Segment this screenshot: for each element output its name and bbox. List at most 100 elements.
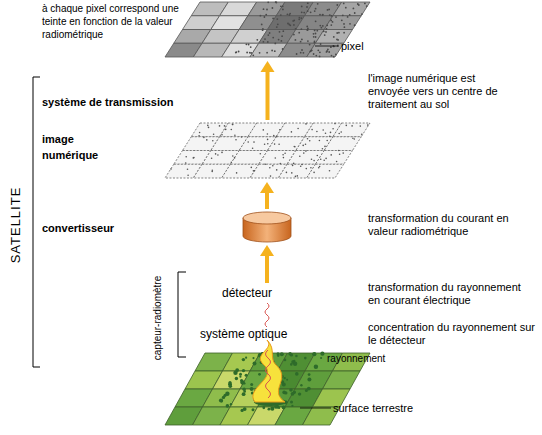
tree-dot	[284, 377, 286, 379]
tree-dot	[252, 357, 254, 359]
tree-dot	[262, 359, 266, 363]
texture-dot	[250, 52, 252, 54]
tree-dot	[274, 400, 277, 403]
group-title: SATELLITE	[8, 187, 24, 264]
node-shape	[165, 2, 370, 57]
pixel-dot	[269, 167, 271, 169]
texture-dot	[289, 14, 291, 16]
pixel-dot	[318, 167, 320, 169]
pixel-dot	[329, 135, 331, 137]
texture-dot	[322, 25, 324, 27]
pixel-dot	[206, 139, 208, 141]
texture-dot	[347, 16, 349, 18]
texture-dot	[278, 39, 280, 41]
pixel-dot	[297, 175, 299, 177]
texture-dot	[250, 46, 252, 48]
texture-dot	[344, 26, 346, 28]
pixel-dot	[316, 131, 318, 133]
texture-dot	[235, 52, 237, 54]
texture-dot	[298, 32, 300, 34]
pixel-dot	[193, 157, 195, 159]
tree-dot	[266, 396, 270, 400]
pixel-dot	[325, 132, 327, 134]
pixel-dot	[272, 165, 274, 167]
tree-dot	[284, 359, 287, 362]
tree-dot	[320, 352, 324, 356]
grid-cell	[307, 164, 344, 178]
radiation-wave	[265, 303, 269, 327]
pixel-dot	[286, 172, 288, 174]
tree-dot	[289, 388, 293, 392]
texture-dot	[279, 31, 281, 33]
texture-dot	[317, 3, 319, 5]
texture-dot	[332, 21, 334, 23]
texture-dot	[280, 5, 282, 7]
tree-dot	[239, 373, 242, 376]
texture-dot	[288, 24, 290, 26]
pixel-dot	[199, 132, 201, 134]
tree-dot	[272, 360, 275, 363]
grid-cell	[333, 123, 370, 137]
pixel-dot	[313, 160, 315, 162]
texture-dot	[307, 28, 309, 30]
pixel-dot	[212, 140, 214, 142]
satellite-bracket	[33, 77, 40, 367]
pixel-dot	[307, 138, 309, 140]
pixel-dot	[273, 135, 275, 137]
pixel-dot	[330, 132, 332, 134]
texture-dot	[336, 4, 338, 6]
pixel-dot	[305, 150, 307, 152]
tree-dot	[274, 405, 278, 409]
texture-dot	[353, 8, 355, 10]
tree-dot	[225, 392, 229, 396]
texture-dot	[309, 44, 311, 46]
pixel-dot	[300, 165, 302, 167]
texture-dot	[323, 30, 325, 32]
texture-dot	[319, 56, 321, 58]
pixel-dot	[330, 154, 332, 156]
texture-dot	[301, 28, 303, 30]
texture-dot	[256, 39, 258, 41]
texture-dot	[319, 25, 321, 27]
texture-dot	[310, 51, 312, 53]
tree-dot	[254, 389, 257, 392]
texture-dot	[338, 32, 340, 34]
tree-dot	[273, 391, 277, 395]
pixel-dot	[339, 154, 341, 156]
arrow-head	[260, 182, 274, 193]
pixel-dot	[241, 136, 243, 138]
texture-dot	[301, 39, 303, 41]
texture-dot	[301, 6, 303, 8]
node-label: pixel	[341, 39, 364, 53]
texture-dot	[349, 23, 351, 25]
tree-dot	[222, 396, 225, 399]
arrow-connector	[261, 61, 275, 120]
tree-dot	[276, 393, 280, 397]
texture-dot	[259, 52, 261, 54]
texture-dot	[272, 37, 274, 39]
tree-dot	[219, 398, 223, 402]
tree-dot	[233, 371, 237, 375]
tree-dot	[251, 392, 254, 395]
tree-dot	[312, 352, 316, 356]
texture-dot	[322, 14, 324, 16]
component-label: système optique	[200, 327, 287, 342]
pixel-dot	[278, 144, 280, 146]
tree-dot	[284, 401, 288, 405]
texture-dot	[248, 44, 250, 46]
texture-dot	[331, 15, 333, 17]
grid-cell	[315, 151, 352, 165]
texture-dot	[319, 51, 321, 53]
pixel-dot	[215, 153, 217, 155]
arrow-connector	[260, 182, 274, 209]
pixel-dot	[311, 129, 313, 131]
pixel-dot	[322, 129, 324, 131]
texture-dot	[282, 5, 284, 7]
pixel-dot	[219, 125, 221, 127]
tree-dot	[293, 362, 297, 366]
texture-dot	[345, 7, 347, 9]
texture-dot	[336, 32, 338, 34]
pixel-dot	[336, 161, 338, 163]
texture-dot	[333, 56, 335, 58]
note-text: à chaque pixel correspond une teinte en …	[42, 2, 202, 41]
